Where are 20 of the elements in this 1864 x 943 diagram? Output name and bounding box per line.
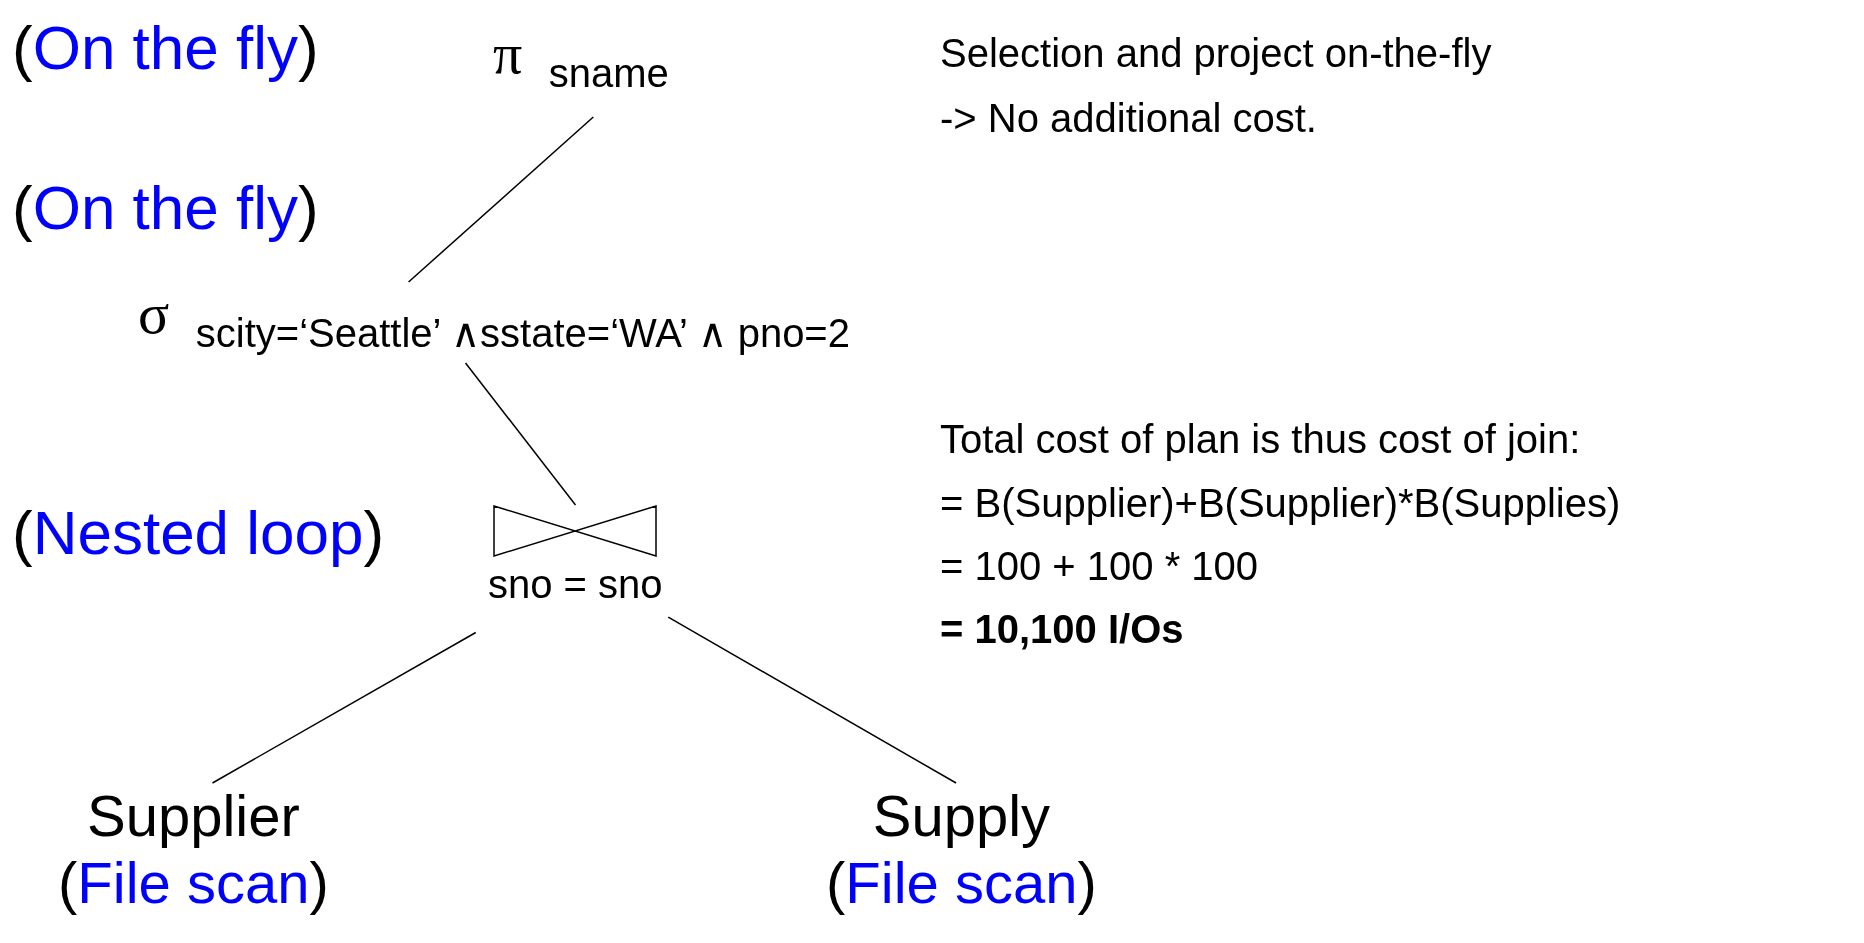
access-method-label: (File scan) <box>826 849 1097 917</box>
note-text: = B(Supplier)+B(Supplier)*B(Supplies) <box>940 481 1621 525</box>
note-text: = 10,100 I/Os <box>940 607 1184 651</box>
join-condition: sno = sno <box>488 561 663 607</box>
operator-label: σ $_{scity=‘Seattle’ ∧sstate=‘WA’ ∧ pno=2}$ <box>138 282 850 355</box>
access-method-label: (File scan) <box>58 849 329 917</box>
note-text: Total cost of plan is thus cost of join: <box>940 417 1581 461</box>
note-text: -> No additional cost. <box>940 96 1317 140</box>
note-text: Selection and project on-the-fly <box>940 31 1492 75</box>
tree-edge <box>667 616 957 784</box>
relation-name: Supplier <box>86 783 300 850</box>
annotation: (On the fly) <box>12 173 319 242</box>
relation-name: Supply <box>872 783 1051 850</box>
operator-label: π $_{sname}$ <box>493 22 669 95</box>
tree-edge <box>211 631 477 784</box>
note-text: = 100 + 100 * 100 <box>940 544 1259 588</box>
tree-edge <box>407 116 595 283</box>
tree-edge <box>464 362 577 506</box>
annotation: (Nested loop) <box>12 498 385 567</box>
annotation: (On the fly) <box>12 13 319 82</box>
